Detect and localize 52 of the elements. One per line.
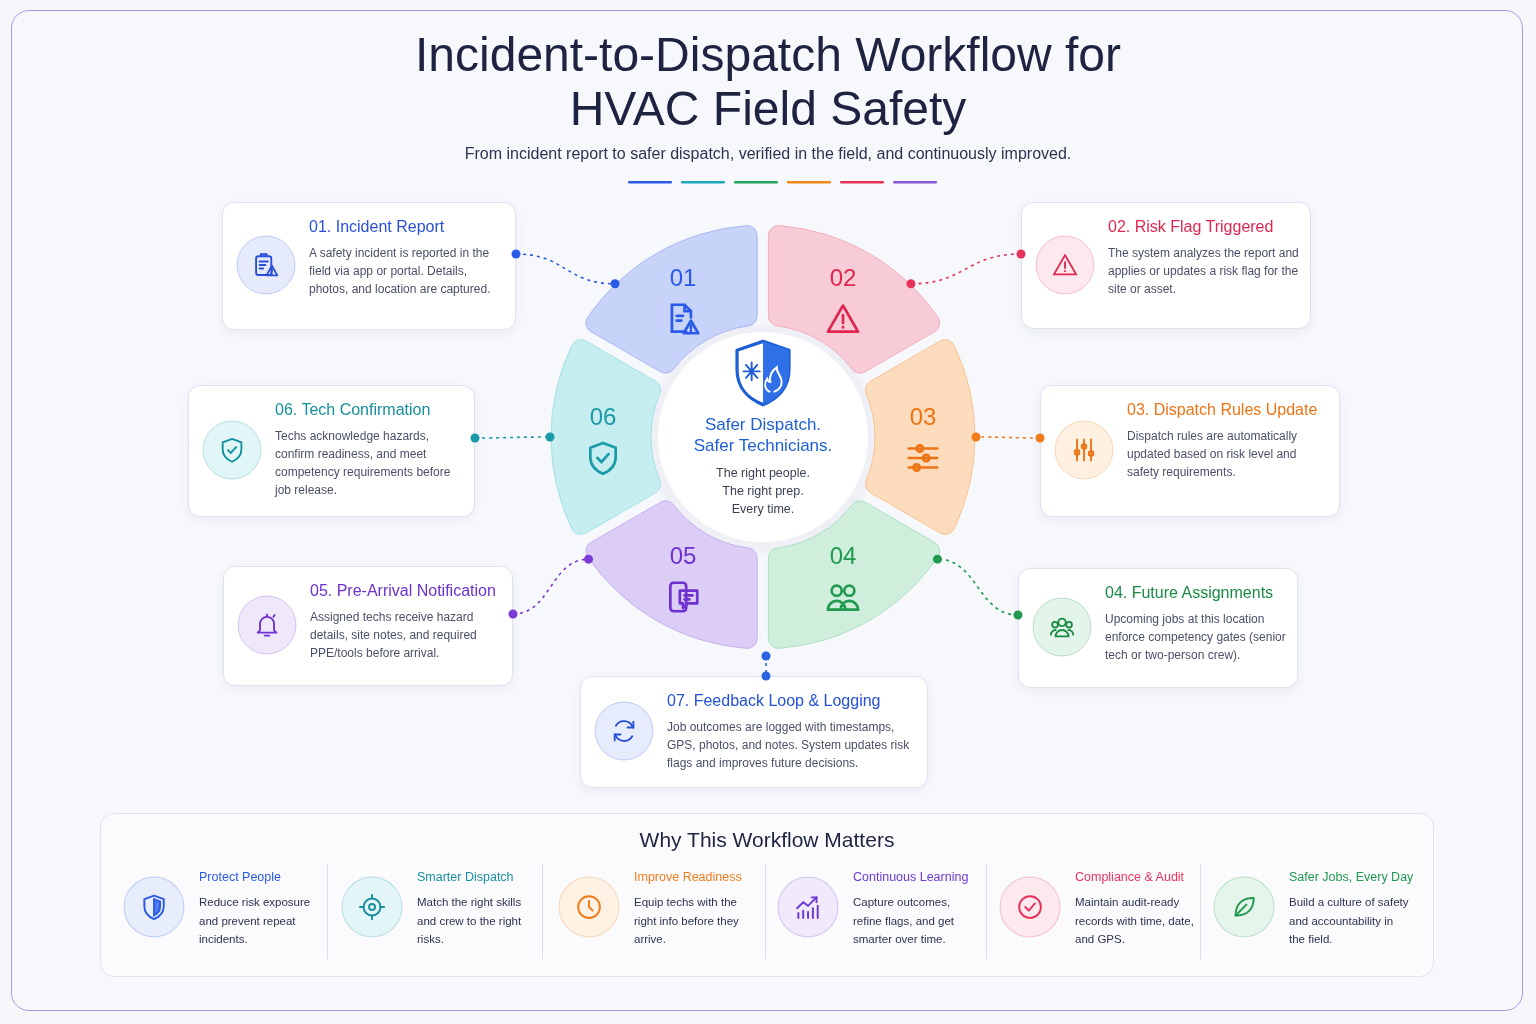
step-number: 03 [908, 403, 938, 431]
card-title: 04. Future Assignments [1105, 584, 1274, 602]
benefit-description: Capture outcomes, refine flags, and get smarter over time. [853, 895, 955, 947]
step-card [1021, 202, 1311, 329]
step-number: 02 [828, 264, 858, 293]
benefit-heading: Smarter Dispatch [417, 870, 514, 884]
benefit-heading: Improve Readiness [634, 870, 742, 884]
card-title: 01. Incident Report [309, 218, 445, 236]
title: Incident-to-Dispatch Workflow for HVAC Field Safety [414, 28, 1122, 136]
card-description: Dispatch rules are automatically updated based on risk level and safety requirements. [1127, 428, 1299, 481]
center-tagline: The right people. The right prep. Every time. [715, 465, 811, 518]
step-card [188, 385, 475, 517]
dotted-connector [470, 432, 555, 443]
info-panel [100, 813, 1434, 977]
card-description: A safety incident is reported in the field via app or portal. Details, photos, and location are captured. [309, 245, 492, 298]
benefit-description: Equip techs with the right info before they arrive. [634, 895, 740, 947]
dotted-connector [933, 554, 1023, 620]
benefit-heading: Safer Jobs, Every Day [1289, 870, 1414, 884]
step-number: 04 [828, 541, 858, 570]
step-number: 05 [668, 541, 698, 570]
card-title: 02. Risk Flag Triggered [1108, 218, 1274, 236]
card-description: Job outcomes are logged with timestamps, GPS, photos, and notes. System updates risk flags and improves future decisions. [667, 719, 911, 772]
dotted-connector [971, 432, 1045, 443]
card-title: 06. Tech Confirmation [275, 401, 431, 419]
benefit-heading: Compliance & Audit [1075, 870, 1185, 884]
card-description: Assigned techs receive hazard details, site notes, and required PPE/tools before arrival. [310, 609, 478, 662]
dotted-connector [511, 249, 620, 289]
benefit-heading: Protect People [199, 870, 281, 884]
benefit-description: Match the right skills and crew to the right risks. [417, 895, 523, 947]
step-number: 06 [588, 403, 618, 431]
step-card [1018, 568, 1298, 688]
step-number: 01 [668, 264, 698, 293]
panel-heading: Why This Workflow Matters [638, 828, 896, 852]
center-heading: Safer Dispatch. Safer Technicians. [692, 414, 834, 456]
benefit-heading: Continuous Learning [853, 870, 969, 884]
subtitle: From incident report to safer dispatch, verified in the field, and continuously improved. [463, 145, 1073, 163]
card-title: 03. Dispatch Rules Update [1127, 401, 1318, 419]
card-title: 07. Feedback Loop & Logging [667, 692, 881, 710]
card-description: Upcoming jobs at this location enforce competency gates (senior tech or two-person crew). [1105, 611, 1287, 664]
step-card [1040, 385, 1340, 517]
dotted-connector [906, 249, 1026, 289]
card-description: The system analyzes the report and applies or updates a risk flag for the site or asset. [1108, 245, 1300, 298]
card-description: Techs acknowledge hazards, confirm readiness, and meet competency requirements before job release. [275, 428, 452, 499]
benefit-description: Reduce risk exposure and prevent repeat incidents. [199, 895, 312, 947]
benefit-description: Maintain audit-ready records with time, date, and GPS. [1075, 895, 1195, 947]
step-card [222, 202, 516, 330]
dotted-connector [508, 554, 593, 619]
card-title: 05. Pre-Arrival Notification [310, 582, 496, 600]
step-card [223, 566, 513, 686]
benefit-description: Build a culture of safety and accountability in the field. [1289, 895, 1410, 947]
dotted-connector [761, 651, 771, 681]
step-card [580, 676, 928, 788]
